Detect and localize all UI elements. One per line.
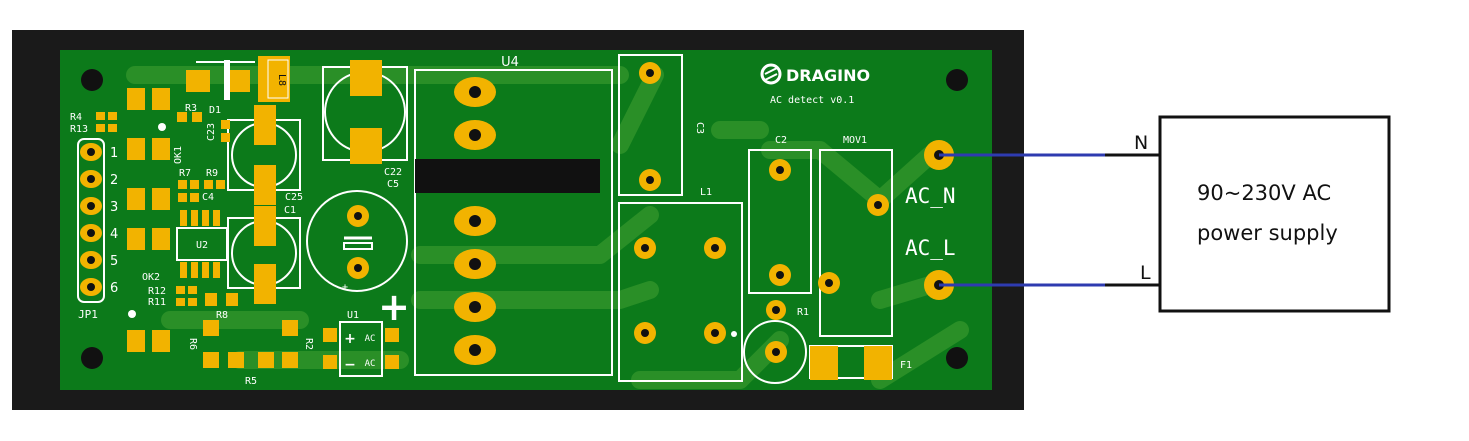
r13-label: R13 xyxy=(70,124,88,135)
c2-label: C2 xyxy=(775,135,787,146)
svg-text:+: + xyxy=(344,331,356,347)
c22-pad-bottom xyxy=(350,128,382,164)
f1-label: F1 xyxy=(900,360,912,371)
ok1-label: OK1 xyxy=(173,146,184,164)
c22-pad-top xyxy=(350,60,382,96)
svg-text:4: 4 xyxy=(110,227,118,242)
power-supply-box xyxy=(1158,115,1391,313)
c3-label: C3 xyxy=(694,122,705,134)
d1-label: D1 xyxy=(209,105,221,116)
c3-pads xyxy=(639,62,661,191)
c23-label: C23 xyxy=(206,123,217,141)
mov1-label: MOV1 xyxy=(843,135,867,146)
u4-pads xyxy=(454,77,496,365)
r3-label: R3 xyxy=(185,103,197,114)
mount-hole-tr xyxy=(946,69,968,91)
r8-label: R8 xyxy=(216,310,228,321)
terminal-l-label: AC_L xyxy=(905,236,956,260)
f1-pad-right xyxy=(864,346,892,380)
mounting-holes xyxy=(81,69,968,369)
mov1-pads xyxy=(818,194,889,294)
u1-outline xyxy=(339,321,383,377)
l8-body xyxy=(258,56,290,102)
u1-label: U1 xyxy=(347,310,359,321)
r12-label: R12 xyxy=(148,286,166,297)
svg-text:AC: AC xyxy=(365,334,376,344)
r4-label: R4 xyxy=(70,112,82,123)
u4-slot xyxy=(415,159,600,193)
d1-diode xyxy=(186,60,255,100)
r6-label: R6 xyxy=(187,338,198,350)
jp1-outline xyxy=(77,138,105,303)
c2-outline xyxy=(748,149,812,294)
brand-label: DRAGINO xyxy=(786,66,870,85)
u2-label: U2 xyxy=(196,240,208,251)
terminal-n-label: AC_N xyxy=(905,184,956,208)
l1-outline xyxy=(618,202,743,382)
l8-label: L8 xyxy=(276,74,287,86)
svg-text:AC: AC xyxy=(365,359,376,369)
jp1-label: JP1 xyxy=(78,308,98,321)
mount-hole-bl xyxy=(81,347,103,369)
r1-pads xyxy=(765,300,787,363)
supply-line2: power supply xyxy=(1197,221,1338,245)
big-plus-marking: + xyxy=(378,285,410,329)
l1-label: L1 xyxy=(700,187,712,198)
dragino-logo-icon xyxy=(760,63,782,85)
r9-label: R9 xyxy=(206,168,218,179)
board-title: AC detect v0.1 xyxy=(770,95,854,106)
l1-pads xyxy=(634,237,726,344)
r2-label: R2 xyxy=(303,338,314,350)
supply-line1: 90~230V AC xyxy=(1197,181,1331,205)
wire-l-label: L xyxy=(1140,262,1151,284)
c25-label: C25 xyxy=(285,192,303,203)
svg-text:2: 2 xyxy=(110,173,118,188)
svg-text:3: 3 xyxy=(110,200,118,215)
jp1-pads xyxy=(80,143,102,296)
c22-label: C22 xyxy=(384,167,402,178)
r7-label: R7 xyxy=(179,168,191,179)
u4-label: U4 xyxy=(501,55,519,70)
u2-pins xyxy=(180,210,220,278)
r11-label: R11 xyxy=(148,297,166,308)
mount-hole-tl xyxy=(81,69,103,91)
svg-text:6: 6 xyxy=(110,281,118,296)
f1-pad-left xyxy=(810,346,838,380)
ok2-label: OK2 xyxy=(142,272,160,283)
u4-outline xyxy=(414,69,613,376)
svg-text:−: − xyxy=(344,357,356,373)
wire-n-label: N xyxy=(1134,132,1148,154)
r1-outline xyxy=(743,320,807,384)
jp1-pin-numbers: 1 2 3 4 5 6 xyxy=(110,146,118,296)
c4-label: C4 xyxy=(202,192,214,203)
mov1-outline xyxy=(819,149,893,337)
c1-label: C1 xyxy=(284,205,296,216)
c3-outline xyxy=(618,54,683,196)
u2-outline xyxy=(176,227,228,261)
c5-label: C5 xyxy=(387,179,399,190)
mount-hole-br xyxy=(946,347,968,369)
r1-label: R1 xyxy=(797,307,809,318)
svg-text:5: 5 xyxy=(110,254,118,269)
dragino-logo: DRAGINO xyxy=(760,63,870,85)
c2-pads xyxy=(769,159,791,286)
r5-label: R5 xyxy=(245,376,257,387)
svg-text:1: 1 xyxy=(110,146,118,161)
svg-text:+: + xyxy=(342,282,348,293)
bulk-capacitor-outline xyxy=(306,190,408,292)
